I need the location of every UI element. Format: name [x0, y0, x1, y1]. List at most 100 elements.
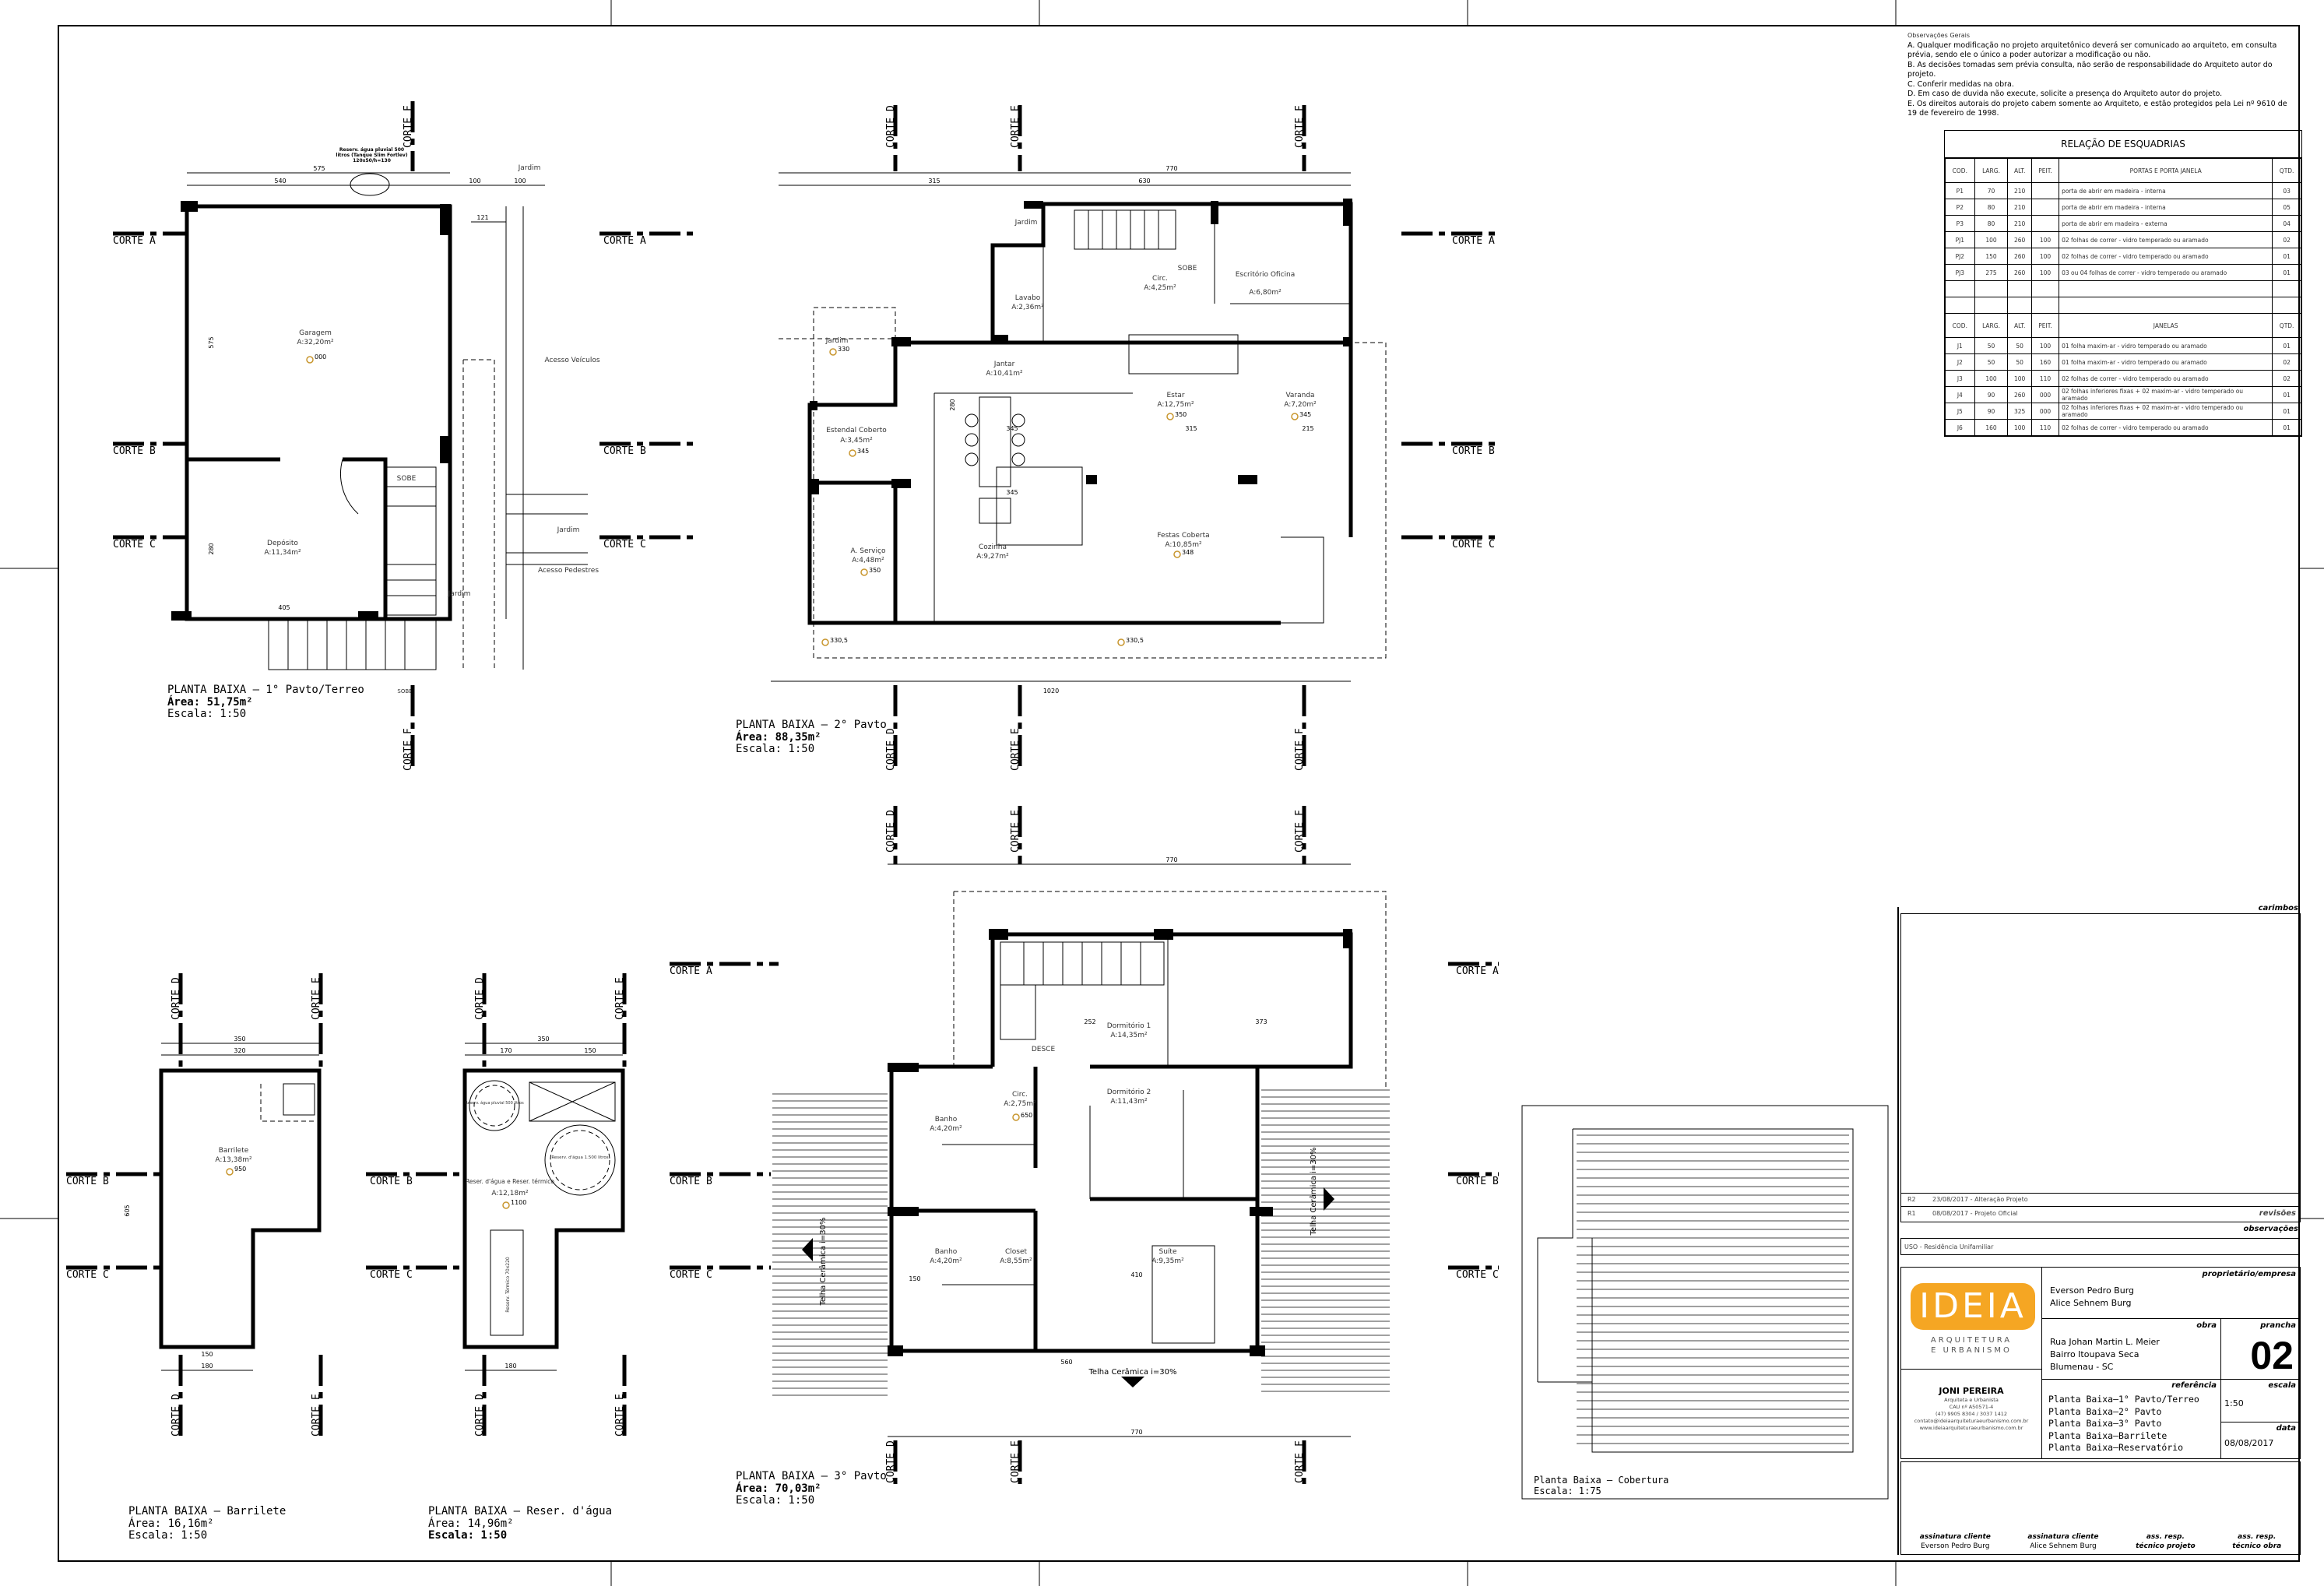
schedule-cell: 01 — [2272, 386, 2301, 403]
svg-text:CORTE D: CORTE D — [171, 977, 182, 1020]
schedule-cell: 03 — [2272, 182, 2301, 199]
general-notes: Observações Gerais A. Qualquer modificaç… — [1907, 31, 2297, 119]
svg-text:Escala: 1:75: Escala: 1:75 — [1534, 1486, 1601, 1496]
schedule-header-cell: COD. — [1945, 313, 1975, 338]
schedule-cell: 000 — [2030, 403, 2060, 420]
schedule-row — [1945, 280, 2301, 297]
schedule-cell: 02 folhas de correr - vidro temperado ou… — [2059, 248, 2273, 265]
rain-tank-label: Reserv. água pluvial 500 litros (Tanque … — [336, 147, 408, 164]
svg-text:Festas Coberta: Festas Coberta — [1157, 532, 1209, 540]
svg-text:A:2,36m²: A:2,36m² — [1011, 304, 1044, 311]
revision-code: R1 — [1907, 1210, 1916, 1217]
architect-email: contato@ideiaarquiteturaeurbanismo.com.b… — [1914, 1418, 2029, 1424]
schedule-cell: 100 — [1974, 370, 2009, 387]
svg-text:950: 950 — [234, 1166, 246, 1173]
svg-text:CORTE C: CORTE C — [1456, 1269, 1499, 1281]
svg-text:280: 280 — [208, 543, 215, 554]
svg-text:CORTE D: CORTE D — [885, 728, 897, 771]
svg-text:CORTE D: CORTE D — [885, 105, 897, 148]
svg-text:CORTE C: CORTE C — [1452, 539, 1495, 550]
svg-text:Varanda: Varanda — [1285, 392, 1314, 399]
svg-text:350: 350 — [234, 1036, 245, 1043]
svg-text:CORTE E: CORTE E — [1010, 1440, 1021, 1483]
svg-text:150: 150 — [201, 1351, 213, 1358]
svg-text:Jantar: Jantar — [993, 360, 1015, 368]
svg-text:215: 215 — [1302, 425, 1313, 432]
svg-text:Escritório Oficina: Escritório Oficina — [1236, 270, 1296, 279]
referencia-item: Planta Baixa–3° Pavto — [2048, 1418, 2162, 1429]
svg-text:CORTE C: CORTE C — [370, 1269, 413, 1281]
schedule-cell — [1974, 297, 2009, 314]
schedule-cell: J5 — [1945, 403, 1975, 420]
schedule-cell — [2272, 280, 2301, 297]
svg-text:CORTE D: CORTE D — [171, 1394, 182, 1437]
svg-text:Escala: 1:50: Escala: 1:50 — [428, 1529, 507, 1542]
svg-text:Estendal Coberto: Estendal Coberto — [826, 427, 887, 434]
schedule-cell: 02 — [2272, 370, 2301, 387]
svg-text:CORTE A: CORTE A — [670, 965, 712, 977]
signature-label: assinatura cliente — [2027, 1533, 2099, 1541]
svg-text:560: 560 — [1060, 1359, 1072, 1366]
schedule-cell: 90 — [1974, 386, 2009, 403]
svg-text:Jardim: Jardim — [825, 337, 849, 345]
schedule-header-cell: JANELAS — [2059, 313, 2273, 338]
svg-text:000: 000 — [315, 353, 326, 360]
svg-text:A. Serviço: A. Serviço — [851, 547, 886, 555]
signature-name: Everson Pedro Burg — [1921, 1542, 1990, 1550]
schedule-cell: PJ1 — [1945, 231, 1975, 248]
carimbos-label: carimbos — [2258, 904, 2298, 913]
schedule-header-cell: QTD. — [2272, 313, 2301, 338]
svg-text:CORTE A: CORTE A — [1456, 965, 1499, 977]
svg-text:PLANTA BAIXA – Barrilete: PLANTA BAIXA – Barrilete — [128, 1505, 286, 1517]
schedule-cell: 210 — [2007, 182, 2032, 199]
svg-text:150: 150 — [909, 1275, 920, 1282]
revision-row: R2 23/08/2017 - Alteração Projeto — [1901, 1193, 2300, 1207]
svg-text:PLANTA BAIXA – 3° Pavto: PLANTA BAIXA – 3° Pavto — [736, 1470, 887, 1482]
svg-text:315: 315 — [1185, 425, 1197, 432]
schedule-cell — [2059, 297, 2273, 314]
svg-text:320: 320 — [234, 1047, 245, 1054]
svg-text:Área: 51,75m²: Área: 51,75m² — [167, 695, 253, 709]
signature-name: técnico obra — [2232, 1542, 2282, 1550]
svg-text:PLANTA BAIXA – 2° Pavto: PLANTA BAIXA – 2° Pavto — [736, 719, 887, 731]
data-label: data — [2276, 1424, 2296, 1433]
svg-text:CORTE B: CORTE B — [370, 1176, 413, 1187]
schedule-cell: 02 folhas inferiores fixas + 02 maxim-ar… — [2059, 386, 2273, 403]
svg-text:Barrilete: Barrilete — [219, 1147, 249, 1155]
svg-text:A:9,35m²: A:9,35m² — [1151, 1257, 1184, 1265]
svg-text:350: 350 — [869, 567, 881, 574]
schedule-cell: 50 — [1974, 353, 2009, 371]
owner-name: Everson Pedro Burg — [2050, 1285, 2135, 1296]
svg-text:330: 330 — [838, 346, 849, 353]
svg-text:CORTE F: CORTE F — [1294, 728, 1306, 771]
svg-text:Escala: 1:50: Escala: 1:50 — [736, 743, 814, 755]
svg-text:Escala: 1:50: Escala: 1:50 — [128, 1529, 207, 1542]
svg-text:315: 315 — [928, 178, 940, 185]
schedule-header-cell: COD. — [1945, 158, 1975, 183]
svg-text:A:10,85m²: A:10,85m² — [1165, 541, 1202, 549]
svg-text:410: 410 — [1130, 1271, 1142, 1278]
signature-tech-project: ass. resp.técnico projeto — [2136, 1532, 2196, 1551]
svg-text:A:12,18m²: A:12,18m² — [491, 1190, 529, 1197]
svg-text:Jardim: Jardim — [1014, 219, 1038, 227]
schedule-cell: 70 — [1974, 182, 2009, 199]
architect-role: Arquiteta e Urbanista — [1944, 1397, 1999, 1403]
svg-text:605: 605 — [124, 1204, 131, 1216]
svg-text:CORTE B: CORTE B — [113, 445, 156, 457]
schedule-cell — [1974, 280, 2009, 297]
svg-text:A:14,35m²: A:14,35m² — [1110, 1032, 1148, 1039]
obra-line: Rua Johan Martin L. Meier — [2050, 1337, 2160, 1347]
architect-info: JONI PEREIRA Arquiteta e Urbanista CAU n… — [1901, 1369, 2042, 1458]
svg-text:Reserv. água pluvial 500 litro: Reserv. água pluvial 500 litros — [465, 1100, 524, 1106]
schedule-header-cell: LARG. — [1974, 158, 2009, 183]
